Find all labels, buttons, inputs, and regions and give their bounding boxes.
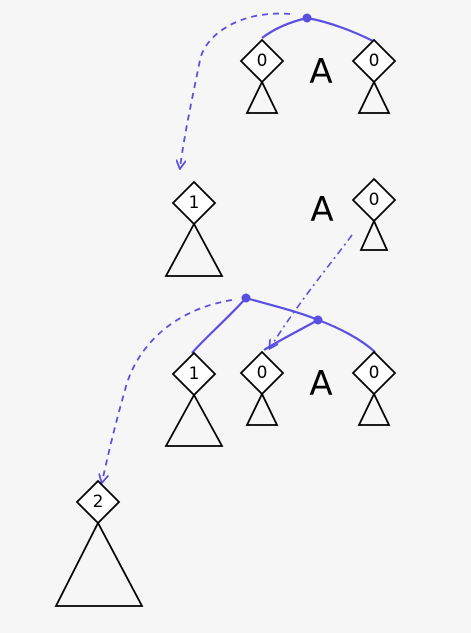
row3-outer-link-dot: [241, 293, 251, 303]
row4-subtree-a: [54, 521, 144, 607]
row3-inner-link-left-edge: [263, 319, 319, 351]
row2-rank-label-b: 0: [369, 190, 380, 210]
row1-subtree-a: [245, 79, 279, 114]
row3-rank-label-a: 1: [189, 364, 200, 384]
row-4: 2: [54, 479, 144, 607]
row1-label-a: A: [309, 52, 332, 92]
row1-rank-diamond-a: [239, 38, 285, 84]
row3-node-b: 0: [239, 350, 285, 426]
row2-node-b: 0: [351, 177, 397, 251]
row3-rank-label-b: 0: [257, 363, 268, 383]
row3-rank-diamond-c: [351, 350, 397, 396]
row4-rank-diamond-a: [75, 479, 121, 525]
row2-move-arrow: [270, 234, 353, 348]
row3-inner-link-dot: [313, 315, 323, 325]
row3-outer-link-right-edge: [245, 296, 319, 322]
row2-subtree-b: [359, 218, 389, 251]
row1-subtree-b: [357, 79, 391, 114]
row1-move-arrow: [180, 12, 291, 168]
row3-subtree-b: [245, 391, 279, 426]
row4-rank-label-a: 2: [93, 492, 104, 512]
row1-link-dot: [302, 13, 312, 23]
row3-subtree-a: [164, 393, 224, 447]
row1-node-b: 0: [351, 38, 397, 114]
row3-move-arrow: [102, 299, 233, 482]
row2-rank-label-a: 1: [189, 193, 200, 213]
row2-rank-diamond-a: [171, 180, 217, 226]
row2-node-a: 1: [164, 180, 224, 277]
row1-node-a: 0: [239, 38, 285, 114]
row1-rank-diamond-b: [351, 38, 397, 84]
row3-subtree-c: [357, 391, 391, 426]
row3-node-a: 1: [164, 351, 224, 447]
row3-label-a: A: [309, 364, 332, 404]
row3-node-c: 0: [351, 350, 397, 426]
row1-link-left-edge: [261, 16, 308, 39]
row2-subtree-a: [164, 222, 224, 277]
row1-rank-label-b: 0: [369, 51, 380, 71]
row2-rank-diamond-b: [351, 177, 397, 223]
row3-rank-diamond-a: [171, 351, 217, 397]
row3-outer-link-left-edge: [191, 297, 247, 354]
row1-link-right-edge: [306, 16, 374, 42]
row3-rank-diamond-b: [239, 350, 285, 396]
row-2: 1 A 0: [164, 177, 397, 348]
row3-inner-link-right-edge: [317, 318, 376, 353]
row1-rank-label-a: 0: [257, 51, 268, 71]
row2-label-a: A: [310, 190, 333, 230]
row3-rank-label-c: 0: [369, 363, 380, 383]
row4-node-a: 2: [54, 479, 144, 607]
row-3: 1 0 A 0: [102, 293, 397, 483]
row-1: 0 A 0: [180, 12, 397, 169]
